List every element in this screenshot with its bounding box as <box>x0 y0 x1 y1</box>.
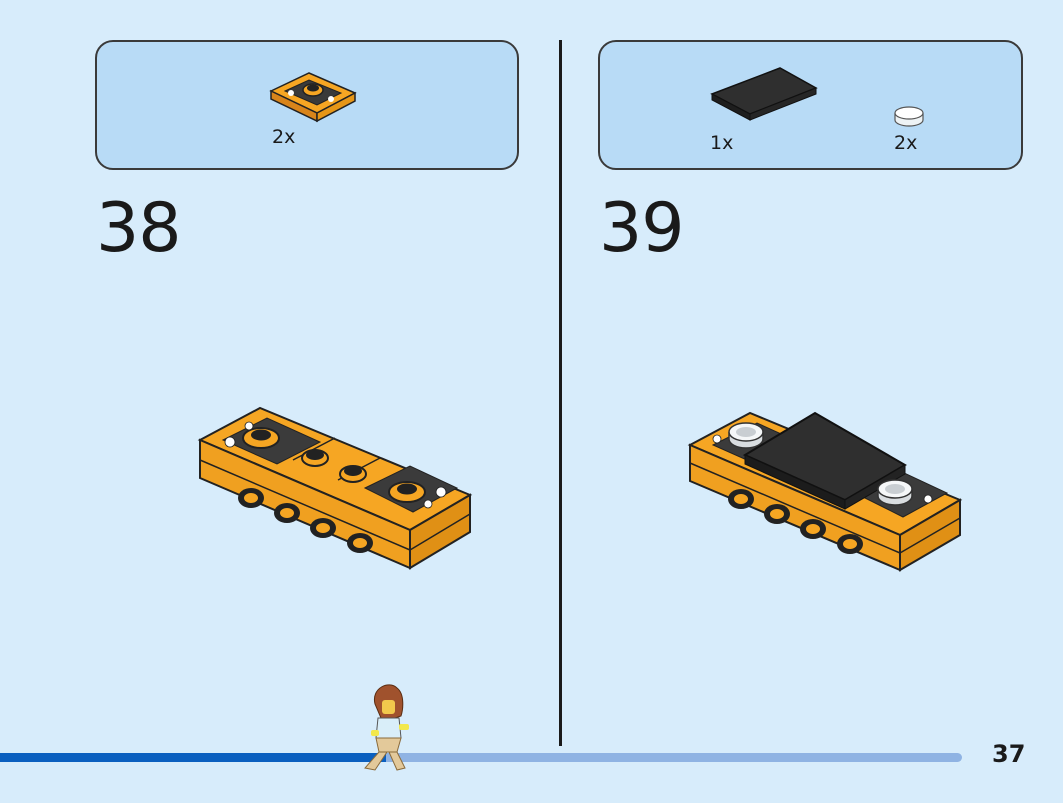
parts-callout-step-39: 1x 2x <box>598 40 1023 170</box>
black-tile-icon <box>710 67 818 121</box>
step-divider <box>559 40 562 746</box>
progress-fill <box>0 753 386 762</box>
part-quantity: 1x <box>710 132 734 154</box>
minifigure-progress-marker-icon <box>364 684 409 771</box>
assembly-step-38-illustration <box>197 406 473 570</box>
step-number: 39 <box>599 189 685 268</box>
transparent-round-plate-icon <box>894 106 924 127</box>
assembly-step-39-illustration <box>687 411 963 572</box>
orange-tile-with-stud-icon <box>269 72 357 123</box>
parts-callout-step-38: 2x <box>95 40 519 170</box>
part-quantity: 2x <box>272 126 296 148</box>
step-number: 38 <box>96 189 182 268</box>
page-number: 37 <box>992 740 1026 768</box>
progress-track <box>0 753 962 762</box>
part-quantity: 2x <box>894 132 918 154</box>
